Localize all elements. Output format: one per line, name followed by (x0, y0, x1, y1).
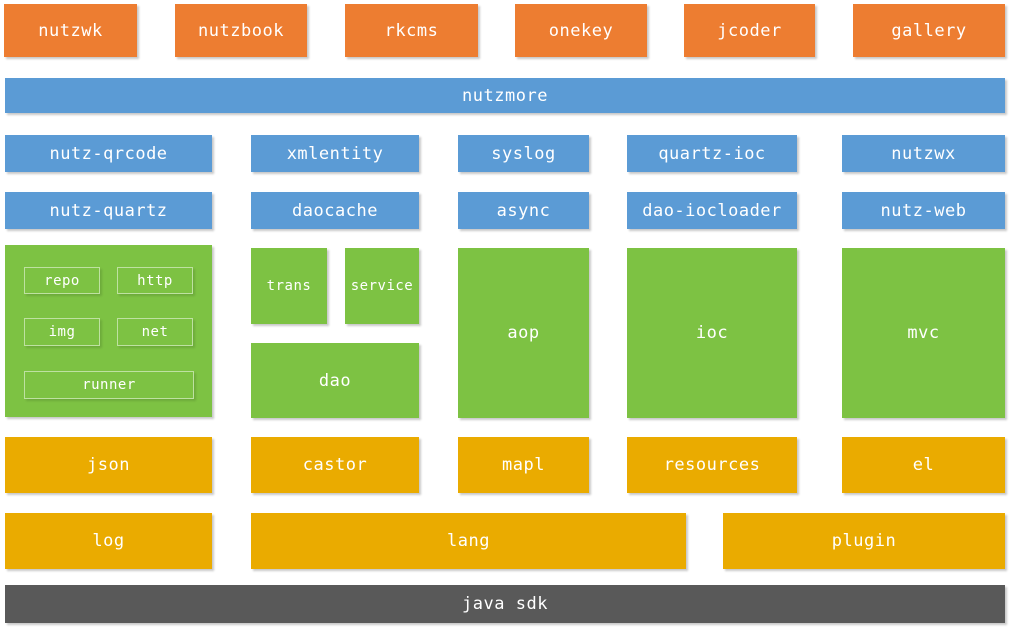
module-nutz-quartz: nutz-quartz (5, 192, 212, 229)
module-log: log (5, 513, 212, 569)
module-dao-iocloader: dao-iocloader (627, 192, 797, 229)
module-daocache: daocache (251, 192, 419, 229)
module-json: json (5, 437, 212, 493)
module-ioc: ioc (627, 248, 797, 418)
module-xmlentity: xmlentity (251, 135, 419, 172)
app-onekey: onekey (515, 4, 647, 57)
module-aop: aop (458, 248, 589, 418)
module-service: service (345, 248, 419, 324)
bar-java-sdk: java sdk (5, 585, 1005, 623)
tool-img: img (24, 318, 100, 346)
module-dao: dao (251, 343, 419, 418)
tool-net: net (117, 318, 193, 346)
module-quartz-ioc: quartz-ioc (627, 135, 797, 172)
app-gallery: gallery (853, 4, 1005, 57)
core-tools-group: repo http img net runner (5, 245, 212, 417)
bar-nutzmore: nutzmore (5, 78, 1005, 113)
module-mvc: mvc (842, 248, 1005, 418)
module-lang: lang (251, 513, 686, 569)
module-el: el (842, 437, 1005, 493)
module-castor: castor (251, 437, 419, 493)
app-nutzwk: nutzwk (4, 4, 137, 57)
tool-runner: runner (24, 371, 194, 399)
module-nutz-web: nutz-web (842, 192, 1005, 229)
module-async: async (458, 192, 589, 229)
module-plugin: plugin (723, 513, 1005, 569)
module-trans: trans (251, 248, 327, 324)
app-rkcms: rkcms (345, 4, 478, 57)
tool-http: http (117, 267, 193, 294)
module-nutz-qrcode: nutz-qrcode (5, 135, 212, 172)
module-nutzwx: nutzwx (842, 135, 1005, 172)
app-jcoder: jcoder (684, 4, 815, 57)
tool-repo: repo (24, 267, 100, 294)
module-mapl: mapl (458, 437, 589, 493)
module-resources: resources (627, 437, 797, 493)
module-syslog: syslog (458, 135, 589, 172)
app-nutzbook: nutzbook (175, 4, 307, 57)
